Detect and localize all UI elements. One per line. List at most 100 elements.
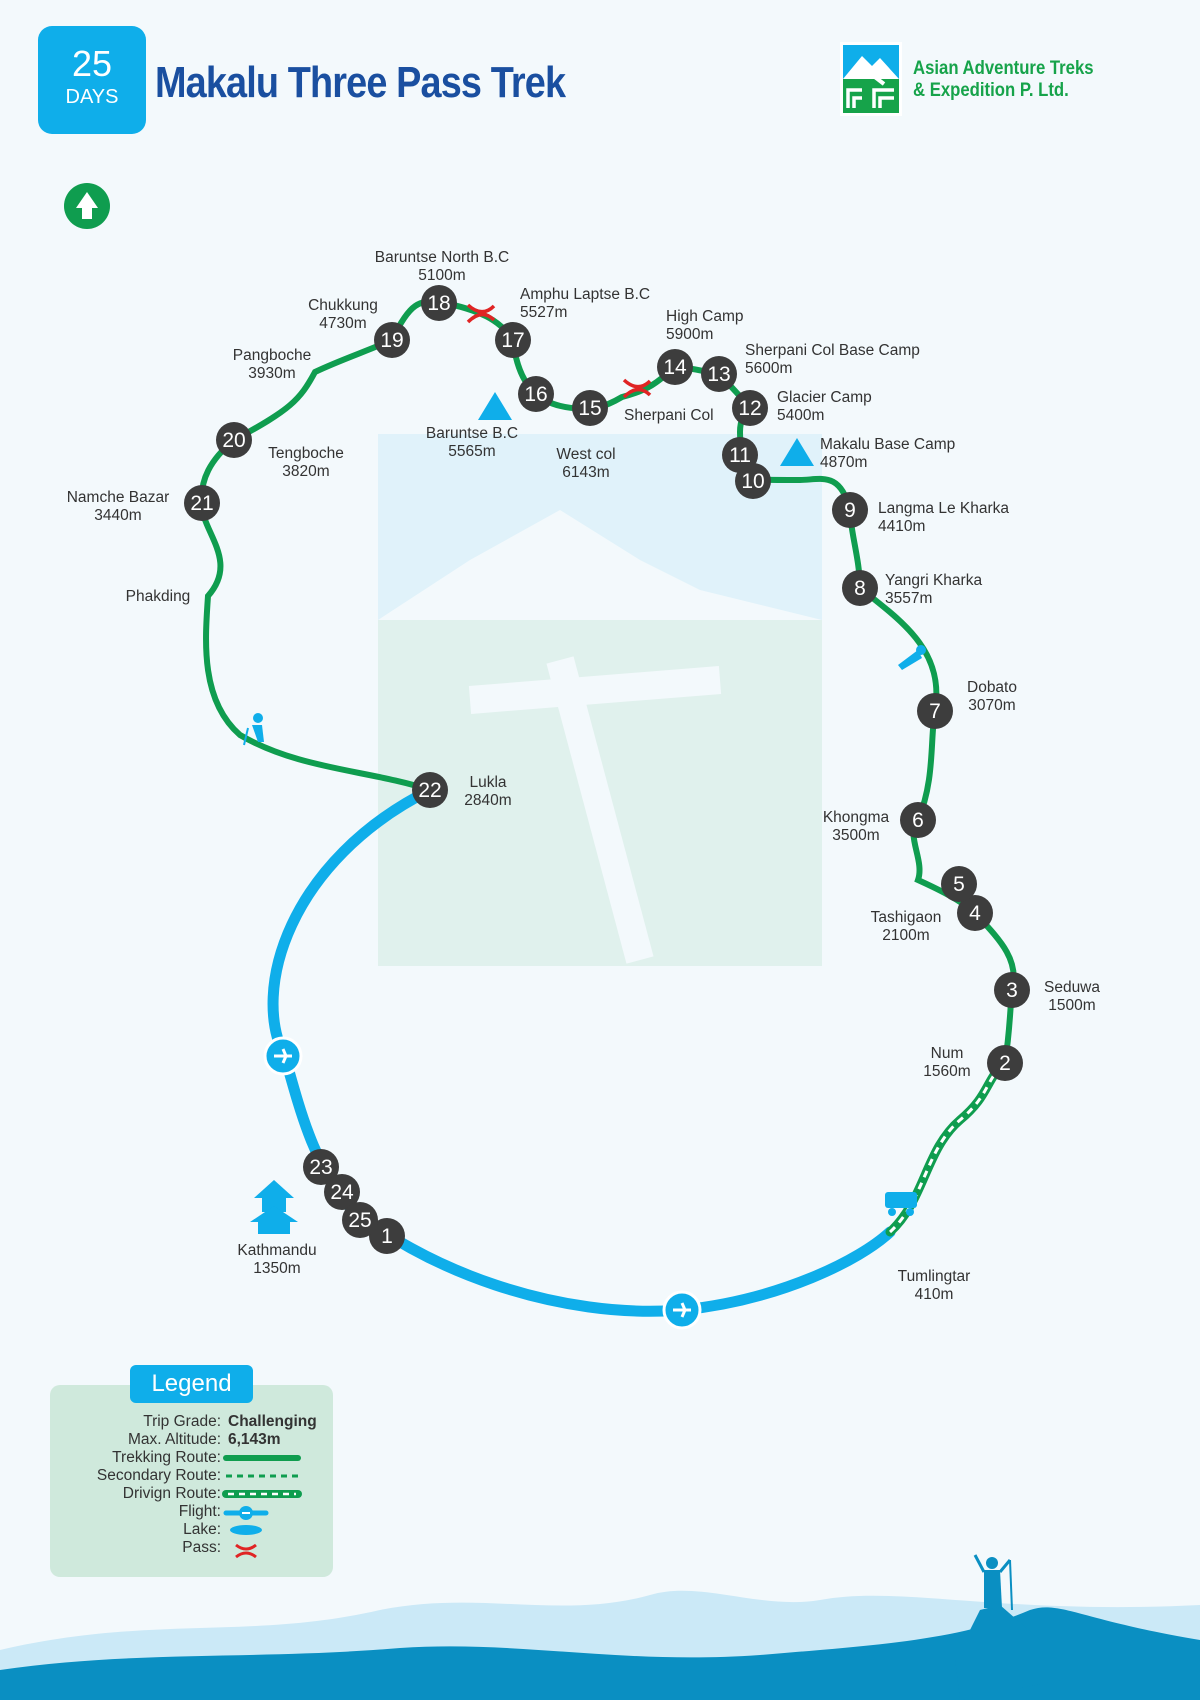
stop-number: 1 bbox=[381, 1225, 393, 1248]
place-name: Chukkung bbox=[308, 297, 378, 314]
place-altitude: 4410m bbox=[878, 518, 925, 535]
stop-number: 23 bbox=[309, 1156, 332, 1179]
stop-circle bbox=[518, 376, 554, 412]
company-name: Asian Adventure Treks & Expedition P. Lt… bbox=[913, 58, 1094, 102]
stop-circle bbox=[412, 772, 448, 808]
place-name: Kathmandu bbox=[237, 1242, 316, 1259]
place-altitude: 5527m bbox=[520, 304, 567, 321]
stop-marker: 4 bbox=[957, 895, 993, 931]
bottom-mountains bbox=[0, 1590, 1200, 1700]
stop-number: 8 bbox=[854, 577, 866, 600]
pass-symbol bbox=[235, 1543, 257, 1559]
stop-circle bbox=[722, 437, 758, 473]
stop-marker: 17 bbox=[495, 322, 531, 358]
stop-circle bbox=[900, 802, 936, 838]
stop-circle bbox=[941, 866, 977, 902]
stop-number: 3 bbox=[1006, 979, 1018, 1002]
stop-number: 16 bbox=[524, 383, 547, 406]
stop-number: 9 bbox=[844, 499, 856, 522]
legend-flight: Flight: bbox=[50, 1503, 333, 1521]
stop-marker: 5 bbox=[941, 866, 977, 902]
stop-marker: 13 bbox=[701, 356, 737, 392]
stop-markers: 1234567891011121314151617181920212223242… bbox=[184, 285, 1030, 1254]
stop-marker: 16 bbox=[518, 376, 554, 412]
stop-number: 15 bbox=[578, 397, 601, 420]
place-name: Pangboche bbox=[233, 347, 311, 364]
stop-number: 14 bbox=[663, 356, 687, 379]
stop-marker: 22 bbox=[412, 772, 448, 808]
place-name: Baruntse B.C bbox=[426, 425, 518, 442]
stop-number: 7 bbox=[929, 700, 941, 723]
stop-marker: 8 bbox=[842, 570, 878, 606]
stop-marker: 25 bbox=[342, 1202, 378, 1238]
place-name: Phakding bbox=[126, 588, 191, 605]
place-name: Yangri Kharka bbox=[885, 572, 982, 589]
place-altitude: 2100m bbox=[882, 927, 929, 944]
place-altitude: 5400m bbox=[777, 407, 824, 424]
legend-trekking-label: Trekking Route: bbox=[112, 1449, 221, 1466]
place-name: Glacier Camp bbox=[777, 389, 872, 406]
legend-trip-grade-value: Challenging bbox=[228, 1413, 317, 1430]
north-arrow-icon bbox=[64, 183, 110, 229]
place-altitude: 2840m bbox=[464, 792, 511, 809]
stop-circle bbox=[303, 1149, 339, 1185]
stop-marker: 14 bbox=[657, 349, 693, 385]
stop-circle bbox=[842, 570, 878, 606]
stop-circle bbox=[832, 492, 868, 528]
stop-circle bbox=[369, 1218, 405, 1254]
legend-trekking: Trekking Route: bbox=[50, 1449, 333, 1467]
legend-max-altitude-value: 6,143m bbox=[228, 1431, 281, 1448]
stop-circle bbox=[495, 322, 531, 358]
lake-symbol bbox=[230, 1525, 262, 1535]
stop-circle bbox=[572, 390, 608, 426]
legend-secondary: Secondary Route: bbox=[50, 1467, 333, 1485]
temple-icon bbox=[250, 1180, 298, 1234]
stop-number: 21 bbox=[190, 492, 213, 515]
trekking-route-symbol bbox=[223, 1455, 301, 1461]
days-badge: 25 DAYS bbox=[38, 26, 146, 134]
place-name: High Camp bbox=[666, 308, 744, 325]
stop-circle bbox=[374, 322, 410, 358]
legend-lake: Lake: bbox=[50, 1521, 333, 1539]
plane-icon bbox=[263, 1036, 702, 1330]
stop-marker: 24 bbox=[324, 1174, 360, 1210]
stop-number: 19 bbox=[380, 329, 403, 352]
place-altitude: 6143m bbox=[562, 464, 609, 481]
stop-circle bbox=[917, 693, 953, 729]
place-altitude: 1500m bbox=[1048, 997, 1095, 1014]
legend-lake-label: Lake: bbox=[183, 1521, 221, 1538]
legend-box: Trip Grade: Challenging Max. Altitude: 6… bbox=[50, 1385, 333, 1577]
place-altitude: 4730m bbox=[319, 315, 366, 332]
stop-number: 22 bbox=[418, 779, 441, 802]
stop-number: 18 bbox=[427, 292, 450, 315]
stop-circle bbox=[421, 285, 457, 321]
legend-max-altitude: Max. Altitude: 6,143m bbox=[50, 1431, 333, 1449]
legend-pass-label: Pass: bbox=[182, 1539, 221, 1556]
flight-symbol bbox=[223, 1506, 269, 1520]
company-line-1: Asian Adventure Treks bbox=[913, 58, 1094, 79]
stop-number: 5 bbox=[953, 873, 965, 896]
stop-number: 12 bbox=[738, 397, 761, 420]
stop-marker: 3 bbox=[994, 972, 1030, 1008]
stop-number: 6 bbox=[912, 809, 924, 832]
stop-number: 17 bbox=[501, 329, 524, 352]
pass-icon bbox=[466, 303, 652, 399]
place-name: Sherpani Col bbox=[624, 407, 714, 424]
place-altitude: 3500m bbox=[832, 827, 879, 844]
legend-secondary-label: Secondary Route: bbox=[96, 1467, 221, 1484]
stop-circle bbox=[184, 485, 220, 521]
legend-max-altitude-label: Max. Altitude: bbox=[127, 1431, 221, 1448]
stop-circle bbox=[987, 1045, 1023, 1081]
stop-marker: 20 bbox=[216, 422, 252, 458]
place-altitude: 3070m bbox=[968, 697, 1015, 714]
mountaineer-icon bbox=[973, 1554, 1013, 1611]
hiker-icon bbox=[243, 713, 264, 746]
place-name: Makalu Base Camp bbox=[820, 436, 955, 453]
page-title: Makalu Three Pass Trek bbox=[155, 58, 566, 107]
company-logo-icon bbox=[840, 42, 902, 116]
driving-route-symbol bbox=[222, 1490, 302, 1498]
stop-circle bbox=[216, 422, 252, 458]
place-altitude: 3557m bbox=[885, 590, 932, 607]
stop-marker: 7 bbox=[917, 693, 953, 729]
